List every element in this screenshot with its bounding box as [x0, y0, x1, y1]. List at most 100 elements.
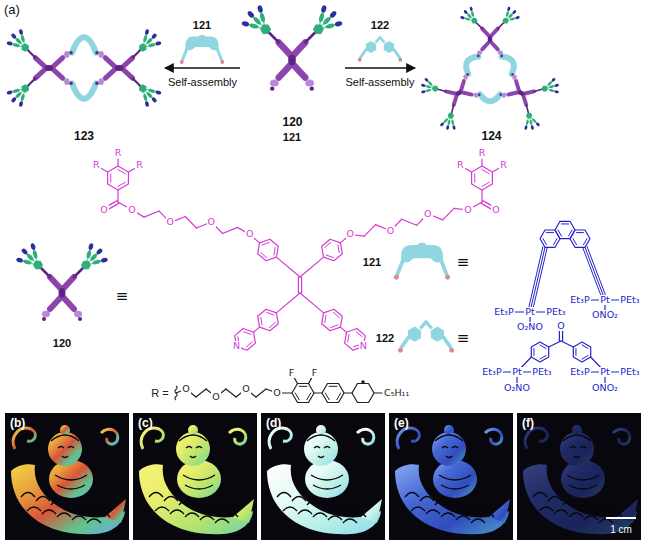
ellipse-shape: [23, 259, 32, 265]
ellipse-shape: [452, 125, 456, 130]
drawn-path: [608, 513, 622, 518]
drawn-path: [599, 519, 613, 523]
bond-line: [490, 41, 498, 49]
dot-shape: [358, 58, 362, 62]
panel-shape: [133, 413, 257, 540]
drawn-path: [149, 493, 163, 498]
photo-panel: [389, 413, 513, 540]
bond-line: [533, 349, 534, 356]
bond-line: [185, 216, 196, 228]
ellipse-shape: [6, 90, 13, 95]
atom-label: R: [135, 160, 144, 170]
bond-line: [450, 94, 461, 105]
ellipse-shape: [505, 11, 509, 17]
equivalence-sign: ≡: [456, 330, 471, 347]
atom-label: F: [311, 368, 318, 378]
bond-line: [394, 50, 399, 58]
bond-line: [295, 393, 299, 400]
bond-line: [183, 49, 188, 60]
panel-shape: [517, 413, 641, 540]
bond-line: [337, 393, 341, 400]
drawn-path: [68, 447, 74, 449]
compound-number: 122: [375, 332, 395, 344]
substituent-structure: [175, 377, 382, 402]
drawn-path: [269, 428, 291, 449]
panel-label: (e): [393, 417, 410, 430]
dot-shape: [95, 82, 98, 85]
ellipse-shape: [305, 80, 314, 87]
atom-label: O: [241, 384, 250, 394]
ring-shape: [81, 261, 91, 270]
bond-line: [474, 174, 475, 182]
dot-shape: [466, 73, 470, 77]
drawn-path: [81, 509, 95, 514]
drawn-path: [179, 435, 207, 441]
ellipse-shape: [517, 89, 525, 96]
bond-line: [549, 341, 561, 347]
bond-line: [402, 219, 417, 225]
drawn-path: [292, 497, 306, 502]
atom-label: O: [556, 321, 565, 331]
bond-line: [554, 239, 558, 245]
ellipse-shape: [64, 78, 69, 85]
bond-line: [444, 338, 451, 348]
reaction-arrow: [165, 67, 240, 68]
drawn-path: [200, 516, 214, 520]
dot-shape: [180, 60, 184, 64]
drawn-path: [170, 510, 184, 514]
linker-cartoon: [398, 322, 454, 353]
atom-label: ONO₂: [591, 383, 619, 393]
bond-line: [573, 239, 577, 245]
drawn-path: [27, 507, 41, 511]
drawn-path: [452, 447, 458, 449]
bond-line: [344, 392, 352, 393]
dot-shape: [511, 73, 515, 77]
drawn-path: [439, 475, 471, 480]
dot-shape: [220, 60, 224, 64]
art-group: [11, 425, 126, 534]
drawn-path: [13, 428, 35, 449]
monomer-cartoon: [241, 5, 343, 91]
ellipse-shape: [100, 257, 108, 263]
atom-label: O: [166, 217, 175, 227]
bond-line: [253, 327, 259, 332]
ellipse-shape: [329, 10, 338, 19]
ellipse-shape: [427, 81, 433, 87]
atom-label: O: [211, 392, 220, 402]
atom-label: O: [346, 229, 355, 239]
panel-shape: [261, 413, 385, 540]
drawn-path: [314, 447, 320, 449]
ellipse-shape: [451, 120, 455, 126]
photo-panel: [261, 413, 385, 540]
drawn-path: [456, 516, 470, 520]
dot-shape: [361, 380, 365, 384]
ellipse-shape: [144, 29, 149, 36]
ellipse-shape: [554, 90, 559, 94]
dot-shape: [477, 55, 480, 58]
atom-label: O: [207, 217, 216, 227]
ellipse-shape: [151, 33, 158, 40]
ellipse-shape: [460, 16, 465, 20]
compound-number: 121: [362, 256, 382, 268]
photo-panel: [5, 413, 129, 540]
atom-label: C₅H₁₁: [383, 388, 410, 398]
atom-label: O: [463, 205, 472, 215]
linker-cartoon: [394, 243, 450, 280]
bond-line: [326, 255, 333, 258]
ellipse-shape: [144, 101, 149, 108]
atom-label: O: [386, 226, 395, 236]
ellipse-shape: [535, 122, 540, 127]
drawn-path: [307, 501, 321, 506]
drawn-path: [435, 501, 449, 506]
drawn-path: [471, 519, 485, 523]
drawn-path: [446, 456, 452, 458]
ring-shape: [541, 84, 549, 92]
bond-line: [329, 386, 337, 387]
ellipse-shape: [10, 33, 17, 40]
bond-line: [338, 245, 339, 253]
atom-label: Et₃P: [569, 367, 590, 377]
ellipse-shape: [18, 101, 23, 108]
bond-line: [374, 392, 382, 393]
bond-line: [298, 277, 299, 293]
ring-shape: [570, 230, 590, 247]
